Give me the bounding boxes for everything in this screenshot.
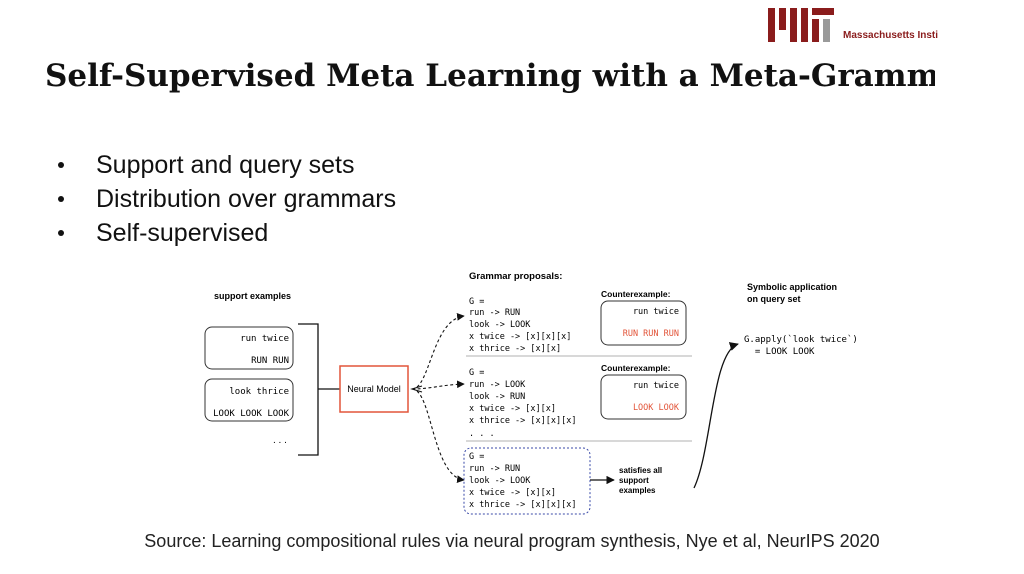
support-examples-label: support examples <box>214 291 291 301</box>
apply-code: G.apply(`look twice`) <box>744 334 858 345</box>
bullet-list: Support and query sets Distribution over… <box>56 148 396 250</box>
counterexample-label: Counterexample: <box>601 363 671 373</box>
arrow-tail <box>410 385 423 393</box>
bullet-dot <box>58 230 64 236</box>
grammar-rule: run -> RUN <box>469 464 520 474</box>
grammar-rule: look -> LOOK <box>469 320 531 330</box>
neural-model-label: Neural Model <box>347 384 401 394</box>
bullet-dot <box>58 162 64 168</box>
grammar-rule: run -> RUN <box>469 308 520 318</box>
support-bracket <box>298 323 319 456</box>
bullet-item: Support and query sets <box>56 148 396 182</box>
bullet-text: Support and query sets <box>96 151 355 179</box>
support-ellipsis: . . . <box>273 435 287 446</box>
satisfies-label: examples <box>619 486 656 495</box>
mit-logo <box>768 8 834 42</box>
grammar-rule: x thrice -> [x][x] <box>469 344 561 354</box>
counterexample-label: Counterexample: <box>601 289 671 299</box>
counterexample-output: LOOK LOOK <box>633 403 680 413</box>
satisfies-label: satisfies all <box>619 466 662 475</box>
application-arrow <box>693 342 739 489</box>
bullet-text: Self-supervised <box>96 219 269 247</box>
source-citation: Source: Learning compositional rules via… <box>144 531 880 551</box>
support-output: RUN RUN <box>251 356 289 366</box>
satisfying-grammar-box <box>463 447 591 515</box>
counterexample-output: RUN RUN RUN <box>623 329 679 339</box>
proposal-arrow <box>411 388 465 483</box>
grammar-rule: look -> RUN <box>469 392 525 402</box>
grammar-rule: x twice -> [x][x][x] <box>469 332 571 342</box>
counterexample-box <box>600 374 687 420</box>
support-input: look thrice <box>229 387 289 397</box>
grammar-rule: x thrice -> [x][x][x] <box>469 500 576 510</box>
support-output: LOOK LOOK LOOK <box>213 409 289 419</box>
counterexample-input: run twice <box>633 307 679 317</box>
grammar-proposals-label: Grammar proposals: <box>469 271 562 282</box>
bullet-dot <box>58 196 64 202</box>
satisfies-label: support <box>619 476 649 485</box>
grammar-ellipsis: . . . <box>469 429 495 439</box>
grammar-rule: look -> LOOK <box>469 476 531 486</box>
bullet-item: Self-supervised <box>56 216 396 250</box>
neural-model-box <box>339 365 409 413</box>
grammar-rule: x thrice -> [x][x][x] <box>469 416 576 426</box>
grammar-header: G = <box>469 297 484 307</box>
support-example-box <box>204 378 294 422</box>
bullet-item: Distribution over grammars <box>56 182 396 216</box>
counterexample-input: run twice <box>633 381 679 391</box>
counterexample-box <box>600 300 687 346</box>
grammar-rule: x twice -> [x][x] <box>469 404 556 414</box>
symbolic-application-label: Symbolic application <box>747 282 837 292</box>
logo-text: Massachusetts Insti <box>843 30 939 41</box>
bullet-text: Distribution over grammars <box>96 185 397 213</box>
slide-title: Self-Supervised Meta Learning with a Met… <box>45 58 935 94</box>
proposal-arrow <box>411 380 465 390</box>
grammar-rule: run -> LOOK <box>469 380 526 390</box>
proposal-arrow <box>411 313 465 390</box>
support-example-box <box>204 326 294 370</box>
apply-result: = LOOK LOOK <box>744 347 815 357</box>
grammar-header: G = <box>469 452 484 462</box>
symbolic-application-label: on query set <box>747 294 801 304</box>
grammar-rule: x twice -> [x][x] <box>469 488 556 498</box>
support-input: run twice <box>240 334 289 344</box>
grammar-header: G = <box>469 368 484 378</box>
